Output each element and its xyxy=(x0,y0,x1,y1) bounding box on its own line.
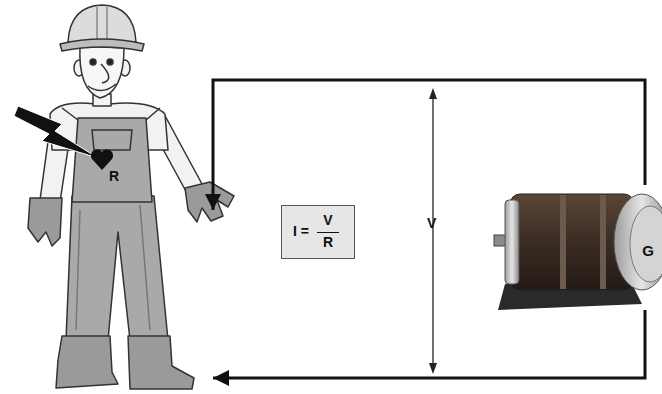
generator-end-face xyxy=(630,206,662,282)
generator-end-disk xyxy=(614,194,662,290)
fraction-bar xyxy=(317,232,339,233)
worker-left-boot xyxy=(56,336,118,388)
generator-illustration xyxy=(494,194,662,310)
voltage-dimension xyxy=(429,88,437,374)
worker-helmet xyxy=(68,5,136,42)
worker-pants xyxy=(66,196,168,340)
worker-helmet-brim xyxy=(60,39,144,51)
worker-mouth xyxy=(88,84,116,91)
dimension-line xyxy=(432,96,433,366)
circuit-wire xyxy=(213,310,645,378)
worker-right-boot xyxy=(128,336,194,389)
resistance-label: R xyxy=(107,168,121,184)
generator-band xyxy=(600,195,606,289)
lightning-bolt xyxy=(14,106,98,158)
worker-bib xyxy=(72,118,152,202)
generator-node: G xyxy=(495,185,662,310)
dimension-arrowhead xyxy=(429,88,437,99)
worker-eye xyxy=(107,59,113,65)
worker-nose xyxy=(101,64,109,83)
worker-helmet-ridge xyxy=(97,7,107,40)
dimension-arrowhead xyxy=(429,363,437,374)
worker-figure xyxy=(14,5,234,389)
worker-seam xyxy=(76,205,150,330)
worker-face xyxy=(80,46,124,98)
worker-strap xyxy=(62,108,160,120)
formula-numerator: V xyxy=(318,212,338,228)
generator-cap xyxy=(505,200,519,284)
worker-eye xyxy=(90,59,96,65)
circuit-wire xyxy=(213,80,645,210)
formula-denominator: R xyxy=(318,234,338,250)
worker-left-glove xyxy=(28,198,62,246)
generator-band xyxy=(560,195,566,289)
generator-label: G xyxy=(640,242,656,259)
heart-symbol xyxy=(91,149,113,170)
formula-text: I = xyxy=(286,223,316,239)
voltage-label: V xyxy=(427,215,436,231)
worker-right-glove xyxy=(185,182,234,222)
worker-pocket xyxy=(92,130,132,150)
worker-node: R xyxy=(45,5,213,390)
formula-box: I =VR xyxy=(281,205,355,259)
